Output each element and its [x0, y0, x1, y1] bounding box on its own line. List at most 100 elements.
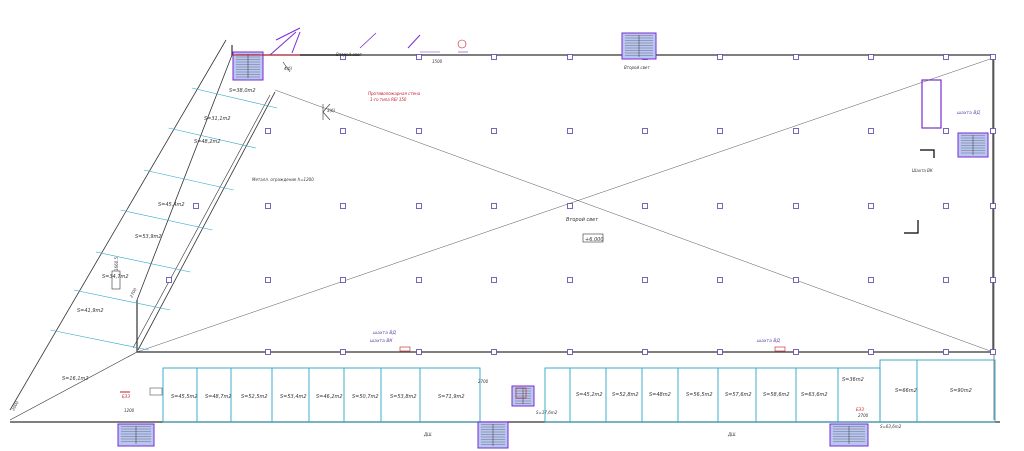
column [567, 54, 573, 60]
column [491, 54, 497, 60]
room-area-labels: S=38,0m2S=31,1m2S=48,2m2S=45,4m2S=53,9m2… [62, 88, 972, 400]
column [166, 277, 172, 283]
stair-top-label: Второй свет [624, 65, 650, 70]
dim-2700-b: 2700 [478, 379, 489, 384]
structural-columns [166, 54, 996, 355]
room-area-label: S=45,5m2 [171, 394, 198, 400]
room-area-label: S=16,1m2 [62, 376, 89, 382]
top-void-label: Второй свет [336, 52, 362, 57]
partition-wall [191, 87, 278, 109]
room-area-label: S=52,5m2 [241, 394, 268, 400]
room-area-label: S=31,1m2 [204, 116, 231, 122]
room-area-label: S=48,7m2 [205, 394, 232, 400]
section-mark-right: ДШ. [727, 432, 737, 437]
room-area-label: S=36m2 [842, 377, 864, 383]
column [265, 128, 271, 134]
room-area-label: S=34,7m2 [102, 274, 129, 280]
column [340, 277, 346, 283]
column [793, 54, 799, 60]
stairwell [477, 421, 509, 449]
column [793, 349, 799, 355]
column [868, 277, 874, 283]
column [793, 203, 799, 209]
column [642, 349, 648, 355]
column [868, 203, 874, 209]
exit-mark-left: ЕЭЗ [122, 394, 130, 399]
accent-strokes [111, 27, 942, 399]
stairwell [117, 423, 155, 447]
dim-1200: 1200 [124, 408, 135, 413]
column [340, 349, 346, 355]
column [990, 54, 996, 60]
railing-note: Металл. ограждение h=1200 [252, 177, 314, 182]
room-area-label: S=38,0m2 [229, 88, 256, 94]
room-area-label: S=45,4m2 [158, 202, 185, 208]
column [793, 277, 799, 283]
stairwell [957, 132, 989, 158]
room-area-label: S=56,5m2 [686, 392, 713, 398]
column [642, 203, 648, 209]
exit-mark-right: ЕЭЗ [856, 407, 864, 412]
level-mark: +6.000 [585, 237, 604, 243]
room-area-label: S=58,6m2 [763, 392, 790, 398]
column [416, 277, 422, 283]
dim-2000: 2000 [10, 400, 19, 412]
stairwell [511, 385, 535, 407]
column [567, 277, 573, 283]
column [717, 128, 723, 134]
room-area-label: S=63,6m2 [801, 392, 828, 398]
partition-wall [143, 169, 234, 191]
center-small-room: S=17,6m2 [536, 410, 558, 415]
column [717, 203, 723, 209]
partition-wall [120, 209, 213, 231]
stairwell [621, 32, 657, 60]
column [491, 349, 497, 355]
room-area-label: S=48,2m2 [194, 139, 221, 145]
partition-wall [50, 329, 149, 351]
column [491, 277, 497, 283]
column [868, 54, 874, 60]
room-area-label: S=46,2m2 [316, 394, 343, 400]
main-area-label: Второй свет [566, 217, 599, 223]
column [491, 203, 497, 209]
stairwell [829, 423, 869, 447]
column [943, 349, 949, 355]
column [265, 203, 271, 209]
column [567, 128, 573, 134]
shaft-vk-right-label: Шахта ВК [912, 168, 933, 173]
room-area-label: S=71,9m2 [438, 394, 465, 400]
column [265, 349, 271, 355]
axis-label-4b: 4(б) [284, 66, 293, 71]
stairwells [117, 32, 989, 449]
column [340, 203, 346, 209]
fire-wall-note-line1: Противопожарная стена [368, 91, 421, 96]
column [265, 277, 271, 283]
room-area-label: S=41,9m2 [77, 308, 104, 314]
room-area-label: S=52,8m2 [612, 392, 639, 398]
dim-2700-a: 2700 [128, 287, 137, 299]
room-area-label: S=53,9m2 [135, 234, 162, 240]
dim-1500: 1500 [432, 59, 443, 64]
diagonal-guides [136, 57, 994, 353]
room-area-label: S=45,2m2 [576, 392, 603, 398]
column [567, 349, 573, 355]
room-area-label: S=48m2 [649, 392, 671, 398]
column [642, 277, 648, 283]
room-area-label: S=57,6m2 [725, 392, 752, 398]
column [943, 277, 949, 283]
column [943, 54, 949, 60]
column [868, 349, 874, 355]
stairwell [232, 51, 264, 81]
room-area-label: S=90m2 [950, 388, 972, 394]
column [990, 128, 996, 134]
column [491, 128, 497, 134]
column [717, 54, 723, 60]
column [416, 128, 422, 134]
dim-1660: 1660.5 [114, 257, 119, 271]
room-area-label: S=66m2 [895, 388, 917, 394]
column [717, 277, 723, 283]
column [990, 277, 996, 283]
fire-wall-note-line2: 1-го типа REI 150 [370, 97, 407, 102]
left-wing-partitions [50, 87, 278, 351]
dim-2700-c: 2700 [858, 413, 869, 418]
